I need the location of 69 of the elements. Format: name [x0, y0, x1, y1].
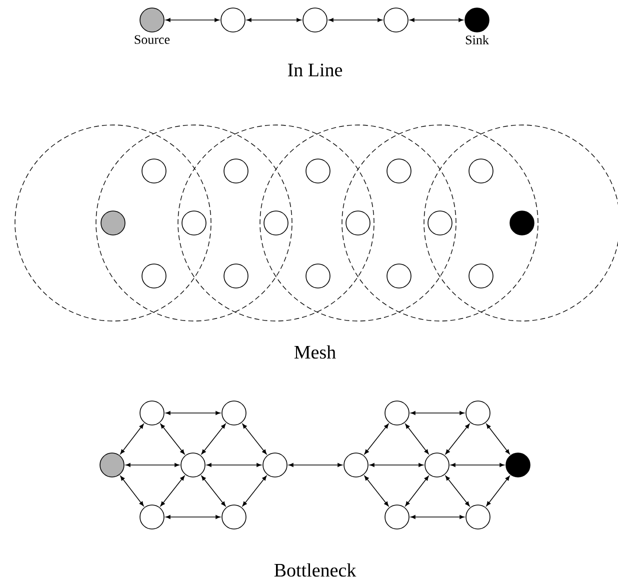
node-circle: [386, 158, 412, 184]
arrow: [120, 476, 144, 506]
arrow: [486, 424, 510, 454]
node-circle: [140, 504, 164, 530]
arrow: [242, 476, 267, 506]
node-circle: [306, 264, 330, 288]
arrow: [206, 463, 262, 467]
node-circle: [468, 264, 494, 288]
node-circle: [222, 400, 246, 426]
node-circle: [346, 210, 370, 236]
arrow: [246, 18, 302, 22]
node-caption: Source: [134, 35, 170, 44]
arrow: [242, 424, 267, 454]
node-circle: [220, 8, 246, 32]
node-circle: [262, 452, 288, 478]
node-circle: [224, 264, 248, 288]
node-circle: [384, 400, 410, 426]
node-circle: [142, 158, 166, 184]
section-title: Bottleneck: [274, 563, 356, 577]
node-circle: [302, 8, 328, 32]
arrow: [370, 463, 424, 467]
node-circle: [384, 8, 408, 32]
arrow: [160, 424, 185, 454]
arrow: [166, 18, 220, 22]
node-circle: [384, 504, 410, 530]
node-circle: [140, 400, 164, 426]
arrow: [410, 18, 464, 22]
node-circle: [464, 8, 490, 32]
node-circle: [466, 400, 490, 426]
arrow: [328, 18, 382, 22]
node-circle: [424, 452, 450, 478]
arrow: [288, 463, 342, 467]
node-circle: [506, 452, 530, 478]
arrow: [405, 424, 429, 454]
arrow: [160, 476, 185, 506]
node-circle: [468, 158, 494, 184]
arrow: [120, 424, 144, 454]
node-circle: [386, 264, 412, 288]
node-circle: [224, 158, 248, 184]
node-circle: [140, 8, 164, 32]
node-circle: [466, 504, 490, 530]
section-title: Mesh: [294, 345, 336, 359]
arrow: [405, 476, 429, 506]
arrow: [450, 463, 504, 467]
node-circle: [222, 504, 246, 530]
arrow: [201, 424, 226, 454]
arrow: [126, 463, 180, 467]
arrow: [410, 515, 464, 519]
arrow: [166, 411, 220, 415]
node-circle: [264, 210, 288, 236]
arrow: [445, 476, 470, 506]
arrow: [445, 424, 470, 454]
arrow: [201, 476, 226, 506]
arrow: [364, 424, 389, 454]
arrow: [364, 476, 389, 506]
arrow: [166, 515, 220, 519]
section-title: In Line: [288, 64, 342, 76]
arrow: [486, 476, 510, 506]
arrow: [410, 411, 464, 415]
node-circle: [510, 210, 534, 236]
node-circle: [182, 210, 206, 236]
node-circle: [100, 210, 126, 236]
node-circle: [180, 452, 206, 478]
node-circle: [100, 452, 124, 478]
node-circle: [344, 452, 368, 478]
node-circle: [428, 210, 452, 236]
node-caption: Sink: [466, 35, 489, 44]
node-circle: [142, 264, 166, 288]
node-circle: [306, 158, 330, 184]
